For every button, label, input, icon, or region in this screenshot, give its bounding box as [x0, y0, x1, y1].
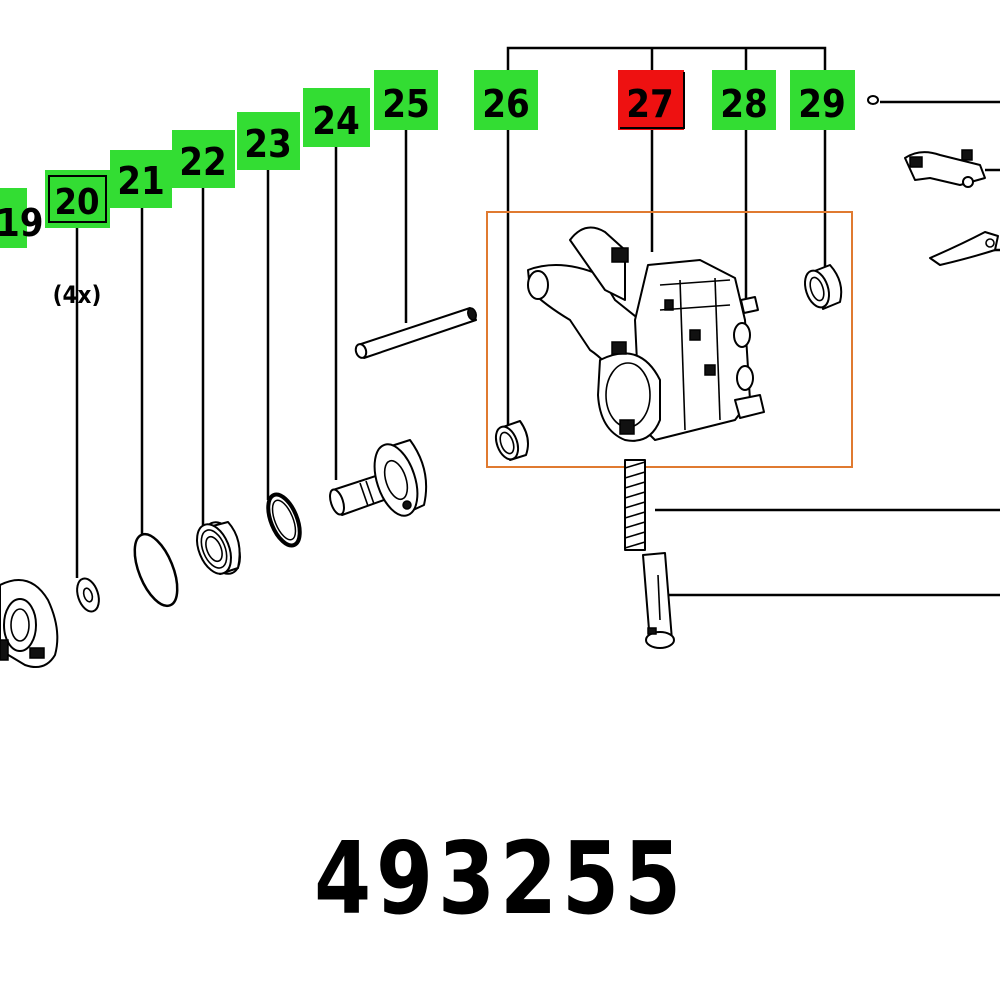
- washer-drawing: [76, 577, 100, 613]
- label-26-text: 26: [482, 82, 530, 126]
- label-19-text: 19: [0, 201, 44, 245]
- pin-drawing: [354, 307, 477, 359]
- small-screw-drawing: [867, 95, 879, 105]
- label-25[interactable]: 25: [374, 70, 438, 130]
- label-22-text: 22: [179, 140, 227, 184]
- label-23-text: 23: [244, 122, 292, 166]
- label-24-text: 24: [312, 99, 360, 143]
- lever-drawing: [929, 231, 999, 266]
- flange-part-drawing: [0, 579, 59, 668]
- label-21[interactable]: 21: [110, 150, 172, 208]
- label-22[interactable]: 22: [172, 130, 235, 188]
- label-21-text: 21: [117, 159, 165, 203]
- label-20-text: 20: [54, 182, 99, 223]
- shaft-drawing: [642, 552, 675, 649]
- label-25-text: 25: [382, 82, 430, 126]
- label-27-selected[interactable]: 27: [618, 70, 685, 130]
- label-19[interactable]: 19: [0, 188, 44, 248]
- label-24[interactable]: 24: [303, 88, 370, 147]
- label-28[interactable]: 28: [712, 70, 776, 130]
- label-29[interactable]: 29: [790, 70, 855, 130]
- label-20[interactable]: 20: [45, 170, 110, 228]
- spindle-drawing: [329, 439, 428, 517]
- label-23[interactable]: 23: [237, 112, 300, 170]
- gear-housing-drawing: [527, 226, 765, 442]
- needle-bearing-26-drawing: [494, 420, 529, 461]
- label-27-text: 27: [626, 82, 674, 126]
- label-29-text: 29: [798, 82, 846, 126]
- selected-part-frame: [486, 211, 853, 468]
- bracket-drawing: [904, 149, 986, 188]
- quantity-note: (4x): [53, 281, 102, 309]
- leader-lines: [75, 46, 1000, 597]
- part-number: 493255: [314, 820, 686, 937]
- needle-bearing-29-drawing: [804, 264, 843, 310]
- bushing-28-drawing: [740, 296, 759, 314]
- ball-bearing-drawing: [196, 521, 241, 575]
- retaining-ring-drawing: [266, 492, 302, 548]
- label-26[interactable]: 26: [474, 70, 538, 130]
- o-ring-drawing: [133, 532, 179, 608]
- spring-drawing: [624, 459, 646, 551]
- label-28-text: 28: [720, 82, 768, 126]
